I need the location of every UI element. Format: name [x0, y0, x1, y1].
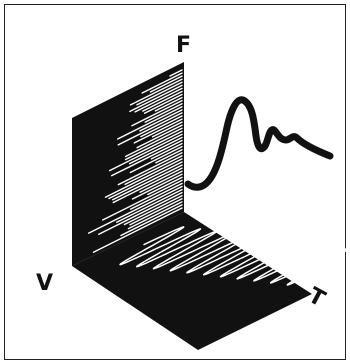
v-axis-label: V: [36, 271, 53, 296]
t-axis-label: T: [304, 283, 329, 312]
f-axis-label: F: [176, 33, 191, 58]
response-curve: [188, 100, 330, 187]
